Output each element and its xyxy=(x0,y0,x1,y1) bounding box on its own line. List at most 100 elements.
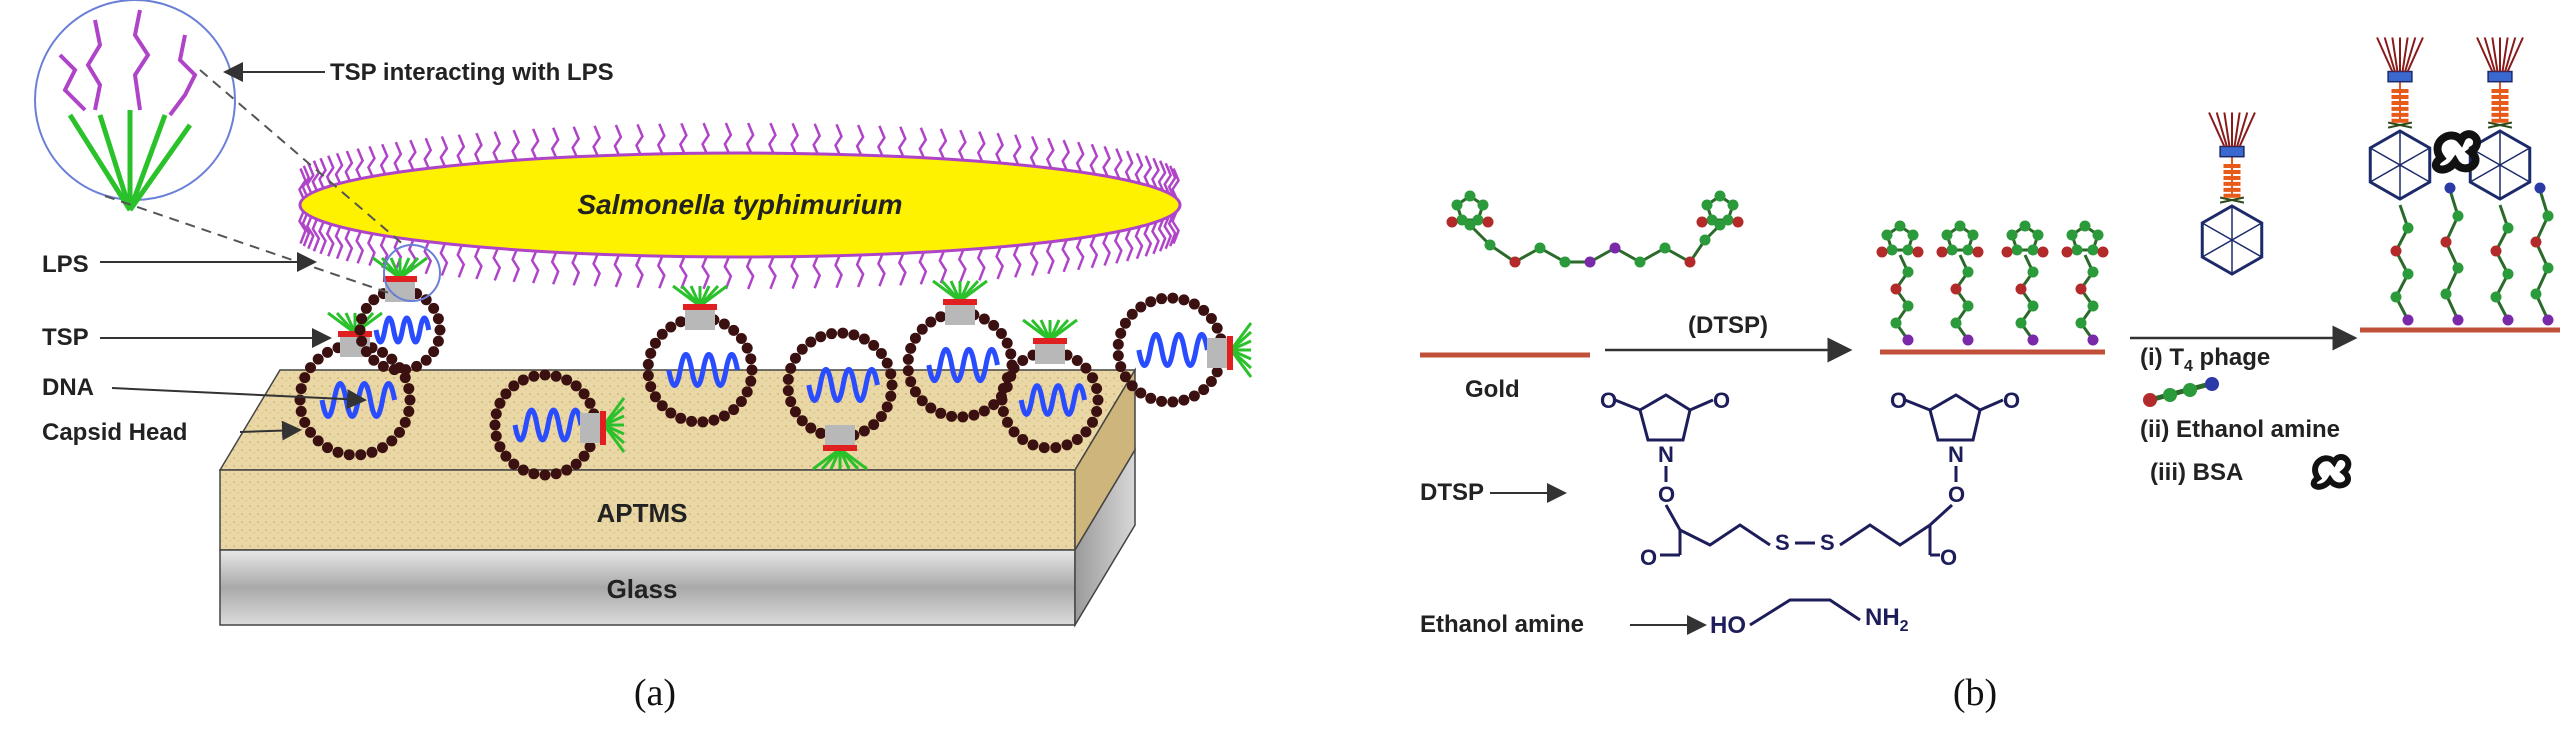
capsid-bead xyxy=(1001,372,1013,384)
capsid-bead xyxy=(1091,405,1103,417)
dna-strand xyxy=(806,366,880,404)
capsid-bead xyxy=(494,441,506,453)
capsid-bead xyxy=(490,430,502,442)
capsid-bead xyxy=(322,346,333,358)
capsid-bead xyxy=(782,385,794,397)
lps-strand xyxy=(790,122,800,154)
lps-strand xyxy=(318,221,327,255)
capsid-label: Capsid Head xyxy=(42,419,187,446)
lps-strand xyxy=(1102,145,1111,177)
capsid-bead xyxy=(656,400,668,412)
lps-strand xyxy=(877,253,886,287)
capsid-bead xyxy=(697,416,709,428)
capsid-bead xyxy=(1112,338,1124,350)
lps-strand xyxy=(511,129,521,161)
capsid-bead xyxy=(848,329,860,341)
atom-n: N xyxy=(1948,442,1964,467)
capsid-bead xyxy=(686,415,698,427)
ethanolamine-structure-label: Ethanol amine xyxy=(1420,611,1584,638)
tail-block xyxy=(1207,338,1229,368)
lps-strand xyxy=(768,256,777,290)
lps-strand xyxy=(1143,155,1153,187)
lps-strand xyxy=(407,139,417,171)
capsid-bead xyxy=(1008,426,1020,438)
lps-strand xyxy=(1061,139,1071,171)
lps-strand xyxy=(995,246,1004,280)
capsid-bead xyxy=(785,362,797,374)
capsid-bead xyxy=(1119,317,1131,329)
lps-strand xyxy=(834,255,843,289)
capsid-bead xyxy=(649,391,661,403)
capsid-bead xyxy=(909,386,921,398)
capsid-bead xyxy=(490,408,502,420)
atom-o: O xyxy=(1940,545,1957,570)
capsid-bead xyxy=(584,441,596,453)
lps-strand xyxy=(1102,233,1111,267)
capsid-bead xyxy=(322,442,333,454)
glass-side xyxy=(1074,447,1136,628)
capsid-bead xyxy=(1188,390,1200,402)
capsid-bead xyxy=(578,388,590,400)
capsid-bead xyxy=(1087,372,1099,384)
capsid-bead xyxy=(978,313,990,325)
lps-strand xyxy=(1134,226,1144,260)
capsid-bead xyxy=(868,339,880,351)
capsid-bead xyxy=(420,294,432,306)
capsid-bead xyxy=(360,346,372,358)
dna-strand xyxy=(512,407,584,443)
capsid-bead xyxy=(996,394,1008,406)
capsid-bead xyxy=(1126,308,1138,320)
lps-strand xyxy=(1134,152,1144,184)
lps-strand xyxy=(1124,228,1134,262)
atom-o: O xyxy=(1658,482,1675,507)
lps-strand xyxy=(334,152,344,184)
capsid-bead xyxy=(645,381,657,393)
lps-strand xyxy=(305,162,315,194)
lps-strand xyxy=(1012,134,1022,166)
lps-strand xyxy=(995,132,1004,164)
lps-strand xyxy=(298,211,307,244)
capsid-bead xyxy=(881,357,893,369)
capsid-bead xyxy=(782,373,794,385)
capsid-bead xyxy=(1027,439,1039,451)
capsid-bead xyxy=(1080,362,1092,374)
tail-block xyxy=(945,303,975,325)
capsid-bead xyxy=(386,353,398,365)
lps-strand xyxy=(530,128,540,160)
capsid-bead xyxy=(1008,362,1020,374)
lps-strand xyxy=(550,127,560,159)
zoom-inset xyxy=(34,0,441,302)
capsid-bead xyxy=(886,379,898,391)
capsid-bead xyxy=(1061,439,1073,451)
phage xyxy=(642,284,758,428)
atom-s: S xyxy=(1820,530,1835,555)
lps-strand xyxy=(423,137,433,169)
capsid-bead xyxy=(1135,387,1147,399)
lps-strand xyxy=(530,250,540,284)
capsid-bead xyxy=(528,370,540,382)
lps-strand xyxy=(1113,230,1123,264)
capsid-bead xyxy=(312,435,324,447)
atom-nh2: NH2 xyxy=(1865,604,1909,635)
capsid-bead xyxy=(399,372,411,384)
capsid-bead xyxy=(718,318,730,330)
capsid-bead xyxy=(368,294,380,306)
tsp-fibers xyxy=(672,284,728,308)
capsid-bead xyxy=(404,394,416,406)
capsid-bead xyxy=(649,337,661,349)
capsid-bead xyxy=(393,426,405,438)
capsid-bead xyxy=(1001,337,1013,349)
lps-strand xyxy=(613,124,623,156)
lps-strand xyxy=(745,122,755,154)
capsid-bead xyxy=(665,407,677,419)
tsp-fibers xyxy=(932,279,988,303)
capsid-bead xyxy=(905,376,917,388)
lps-strand xyxy=(701,122,710,154)
capsid-bead xyxy=(1145,296,1157,308)
lps-strand xyxy=(1012,244,1022,278)
capsid-bead xyxy=(675,412,687,424)
lps-strand xyxy=(613,254,623,288)
capsid-bead xyxy=(1167,292,1179,304)
capsid-bead xyxy=(432,313,444,325)
